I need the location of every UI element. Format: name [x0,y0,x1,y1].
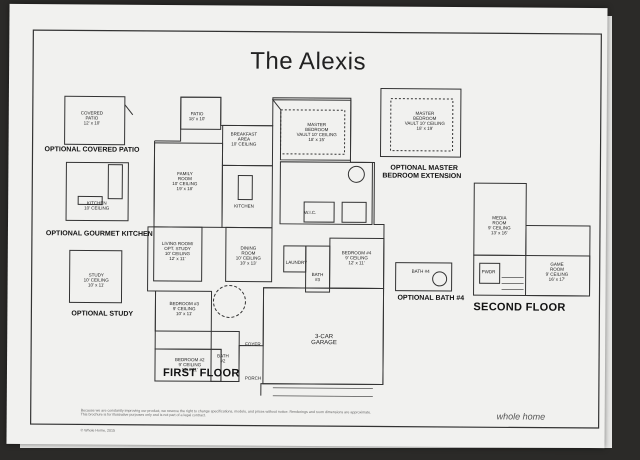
footer-copyright: © Whole Home, 2015 [80,428,116,433]
opt-bath4-outline [395,262,453,292]
room-bath-3: BATH#3 [311,272,324,283]
caption-gourmet-kitchen: OPTIONAL GOURMET KITCHEN [45,230,153,238]
gourmet-kitchen-outline [65,161,129,222]
study-outline [68,249,123,304]
brand-logo: whole home [496,411,546,422]
master-ext-outline [379,88,462,158]
caption-covered-patio: OPTIONAL COVERED PATIO [44,146,140,154]
garage-outline [262,287,385,386]
room-pwdr: PWDR [481,269,496,275]
room-laundry: LAUNDRY [285,259,308,266]
floorplan-drawing [30,29,602,429]
second-floor-outline [473,254,591,297]
room-porch: PORCH [244,375,262,381]
covered-patio-outline [64,95,126,146]
master-bedroom-outline [271,99,352,161]
room-wic: W.I.C. [304,209,317,216]
caption-second-floor: SECOND FLOOR [473,301,566,314]
caption-study: OPTIONAL STUDY [71,310,134,318]
sheet-border [30,29,602,429]
room-foyer: FOYER [245,341,261,347]
room-bath-2: BATH#2 [217,353,229,364]
caption-master-ext: OPTIONAL MASTER [390,164,458,173]
floorplan-sheet: The Alexis [6,3,608,449]
room-kitchen: KITCHEN [234,203,254,209]
caption-bath4: OPTIONAL BATH #4 [397,294,465,303]
room-opt-bath4: BATH #4 [411,268,430,274]
caption-master-ext-2: BEDROOM EXTENSION [382,172,462,181]
